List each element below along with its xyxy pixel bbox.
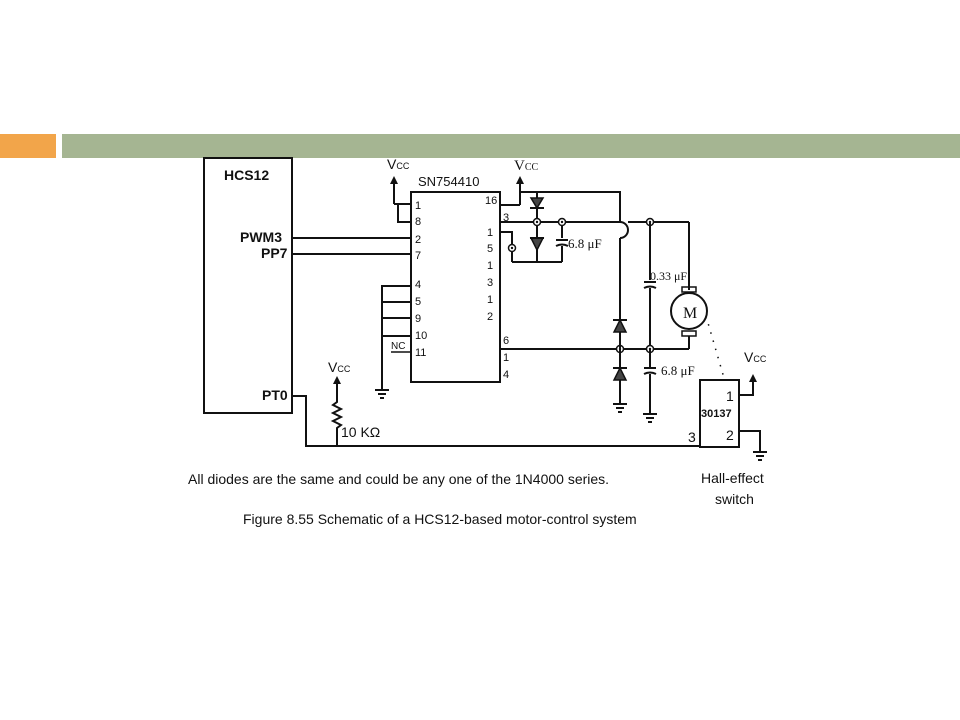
pin-label: 9	[415, 313, 421, 325]
junction-node	[532, 217, 542, 227]
hall-caption-line2: switch	[715, 491, 754, 507]
vcc-arrow	[739, 374, 757, 396]
pin-label: 4	[415, 279, 421, 291]
junction-node	[557, 217, 567, 227]
pin-label: 1	[487, 227, 493, 239]
cap-top-label: 6.8 μF	[568, 236, 602, 251]
motor-terminal	[681, 330, 697, 337]
ground-icon	[375, 389, 389, 399]
vcc-label: VCC	[387, 156, 410, 172]
pin-label: 10	[415, 330, 427, 342]
ground-bus-wire	[381, 285, 411, 390]
hall-switch-box	[699, 379, 740, 448]
diode-icon	[612, 318, 628, 333]
hall-pin1-label: 1	[726, 388, 734, 404]
pin-label: 1	[487, 260, 493, 272]
ground-icon	[613, 403, 627, 413]
pin-label: 2	[415, 234, 421, 246]
pin-label: 11	[415, 347, 426, 359]
capacitor-icon	[643, 371, 657, 375]
hall-caption-line1: Hall-effect	[701, 470, 764, 486]
motor-icon	[670, 292, 708, 330]
diode-icon	[529, 197, 545, 210]
vcc-label: VCC	[328, 359, 351, 375]
diode-icon	[529, 237, 545, 252]
capacitor-icon	[555, 243, 569, 247]
pin-label: 6	[503, 335, 509, 347]
ground-icon	[643, 413, 657, 423]
hall-pin2-label: 2	[726, 427, 734, 443]
pwm3-label: PWM3	[240, 229, 282, 245]
vcc-label: VCC	[514, 158, 539, 174]
pin-label: 7	[415, 250, 421, 262]
hcs12-box	[203, 157, 293, 414]
resistor-icon	[330, 396, 344, 446]
pin-label: 16	[485, 195, 497, 207]
cap-mid-label: 0.33 μF	[650, 269, 687, 283]
pin-label: 4	[503, 369, 509, 381]
pin-label: 5	[487, 243, 493, 255]
pin-label: 1	[415, 200, 421, 212]
sn754410-label: SN754410	[418, 174, 479, 189]
capacitor-icon	[643, 285, 657, 289]
wire-crossover	[619, 221, 629, 239]
pin-label: 2	[487, 311, 493, 323]
pin-label: 1	[503, 352, 509, 364]
pin-label: 5	[415, 296, 421, 308]
resistor-label: 10 KΩ	[341, 424, 380, 440]
diode-icon	[612, 366, 628, 381]
accent-bar-green	[62, 134, 960, 158]
nc-label: NC	[391, 341, 405, 352]
pt0-wire	[292, 395, 700, 447]
pin-label: 3	[487, 277, 493, 289]
figure-caption: Figure 8.55 Schematic of a HCS12-based m…	[243, 511, 637, 527]
hall-ground-wire	[739, 430, 761, 452]
pin-label: 8	[415, 216, 421, 228]
diode-note: All diodes are the same and could be any…	[188, 471, 609, 487]
cap-bottom-label: 6.8 μF	[661, 363, 695, 378]
vcc-rail-wire	[520, 191, 621, 222]
pp7-label: PP7	[261, 245, 288, 261]
pin8-wire	[397, 204, 411, 223]
ground-icon	[753, 451, 767, 461]
junction-node	[507, 243, 517, 253]
motor-label: M	[683, 305, 697, 322]
mechanical-link	[705, 315, 725, 379]
hall-part-label: 30137	[701, 408, 732, 420]
hcs12-label: HCS12	[224, 167, 269, 183]
pin-label: 3	[503, 212, 509, 224]
accent-bar-orange	[0, 134, 56, 158]
vcc-label: VCC	[744, 349, 767, 365]
pt0-label: PT0	[262, 387, 288, 403]
hall-pin3-label: 3	[688, 429, 696, 445]
pin-label: 1	[487, 294, 493, 306]
